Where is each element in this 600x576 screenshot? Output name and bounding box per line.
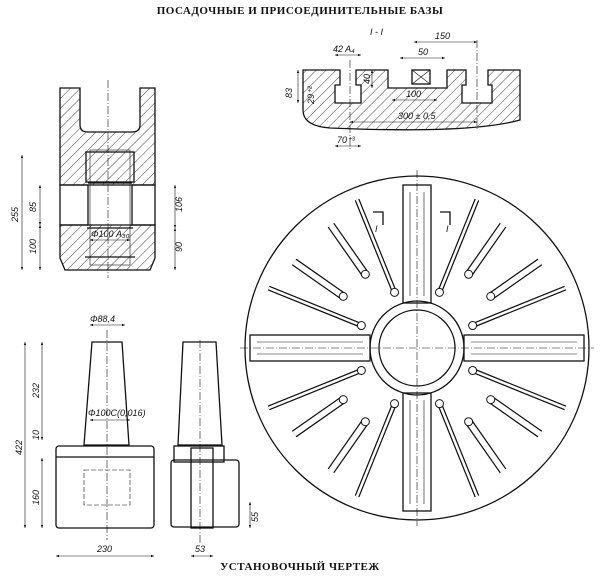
bolt-hole bbox=[360, 269, 370, 279]
bolt-hole bbox=[486, 395, 496, 405]
bolt-hole bbox=[468, 321, 478, 331]
dim-85: 85 bbox=[28, 201, 38, 212]
radial-slot bbox=[489, 259, 542, 299]
bolt-hole bbox=[434, 399, 444, 409]
bolt-hole bbox=[434, 287, 444, 297]
radial-slot bbox=[292, 259, 345, 299]
dim-88-4: Φ88,4 bbox=[90, 314, 115, 324]
dim-42: 42 A₄ bbox=[333, 44, 355, 54]
drawing-title-top: ПОСАДОЧНЫЕ И ПРИСОЕДИНИТЕЛЬНЫЕ БАЗЫ bbox=[156, 5, 444, 17]
rotary-table-plan: I I bbox=[240, 170, 594, 526]
radial-slot bbox=[438, 199, 479, 293]
section-mark-left: I bbox=[375, 224, 378, 234]
dim-255: 255 bbox=[10, 206, 20, 223]
dim-100: 100 bbox=[406, 89, 421, 99]
radial-slot bbox=[268, 369, 362, 410]
dim-106: 106 bbox=[174, 197, 184, 212]
bolt-hole bbox=[356, 321, 366, 331]
dim-bore-diameter: Φ100 A₃₀ bbox=[91, 229, 130, 239]
dim-29: 29⁺² bbox=[306, 85, 316, 105]
dim-83: 83 bbox=[284, 88, 294, 98]
dim-422: 422 bbox=[14, 440, 24, 455]
drawing-title-bottom: УСТАНОВОЧНЫЙ ЧЕРТЕЖ bbox=[220, 561, 380, 573]
section-label: I - I bbox=[370, 27, 383, 37]
dim-70: 70⁺³ bbox=[337, 135, 356, 145]
dim-55: 55 bbox=[250, 511, 260, 522]
dim-230: 230 bbox=[96, 544, 112, 554]
dim-40: 40 bbox=[362, 74, 372, 84]
dim-53: 53 bbox=[195, 544, 205, 554]
section-mark-right: I bbox=[446, 224, 449, 234]
dim-10: 10 bbox=[31, 430, 41, 440]
dim-150: 150 bbox=[435, 31, 450, 41]
bolt-hole bbox=[468, 365, 478, 375]
bolt-hole bbox=[356, 365, 366, 375]
bore-section-view: 255 85 100 106 90 Φ100 A₃₀ bbox=[10, 80, 184, 278]
radial-slot bbox=[328, 420, 368, 473]
dim-100-bore: 100 bbox=[28, 239, 38, 254]
dim-taper: Φ100С(0,016) bbox=[88, 408, 146, 418]
dim-232: 232 bbox=[31, 383, 41, 399]
bolt-hole bbox=[360, 417, 370, 427]
bolt-hole bbox=[464, 417, 474, 427]
side-view: 53 55 bbox=[170, 340, 260, 558]
radial-slot bbox=[489, 397, 542, 437]
radial-slot bbox=[292, 397, 345, 437]
radial-slot bbox=[438, 403, 479, 497]
dim-300: 300 ± 0,5 bbox=[398, 111, 436, 121]
bolt-hole bbox=[390, 287, 400, 297]
radial-slot bbox=[355, 403, 396, 497]
dim-50: 50 bbox=[418, 47, 428, 57]
bolt-hole bbox=[338, 291, 348, 301]
bolt-hole bbox=[338, 395, 348, 405]
bolt-hole bbox=[486, 291, 496, 301]
section-view-i-i: I - I 42 A₄ 150 50 83 29⁺² 40 100 300 ± … bbox=[284, 27, 521, 150]
bolt-hole bbox=[390, 399, 400, 409]
radial-slot bbox=[355, 199, 396, 293]
radial-slot bbox=[472, 286, 566, 327]
radial-slot bbox=[466, 420, 506, 473]
radial-slot bbox=[472, 369, 566, 410]
dim-90: 90 bbox=[174, 242, 184, 252]
front-view: Φ88,4 422 232 10 160 230 Φ100С(0,016) bbox=[14, 314, 155, 558]
radial-slot bbox=[328, 223, 368, 276]
dim-160: 160 bbox=[31, 490, 41, 505]
radial-slot bbox=[268, 286, 362, 327]
radial-slot bbox=[466, 223, 506, 276]
bolt-hole bbox=[464, 269, 474, 279]
